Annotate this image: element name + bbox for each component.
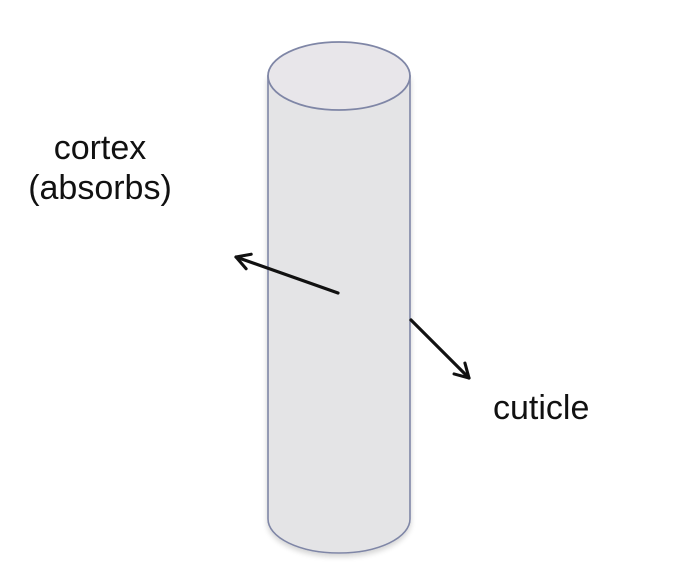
cuticle-arrow: [409, 318, 471, 380]
cylinder-top: [267, 41, 411, 111]
cortex-label-note: (absorbs): [28, 169, 172, 207]
cortex-arrow: [234, 252, 340, 295]
cylinder-body: [267, 75, 411, 554]
cortex-label-title: cortex: [53, 129, 147, 167]
cortex-label: cortex (absorbs): [0, 128, 200, 208]
cuticle-label: cuticle: [493, 389, 590, 427]
